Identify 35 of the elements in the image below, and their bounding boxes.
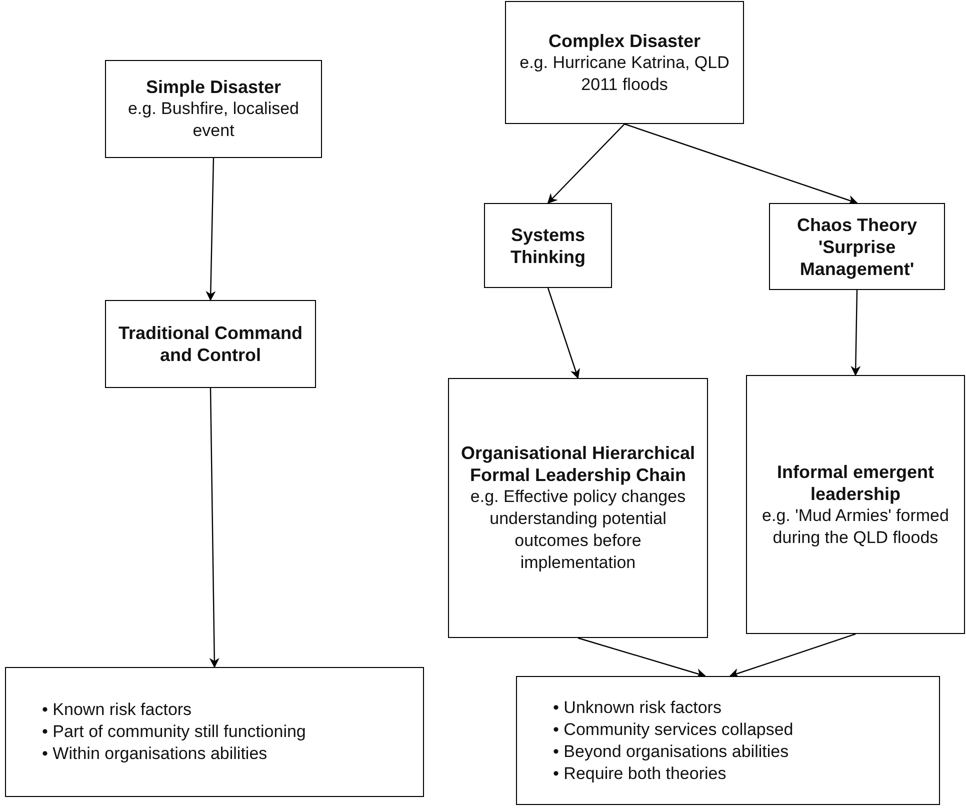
bullet-item: • Within organisations abilities xyxy=(42,743,268,765)
arrow xyxy=(729,633,856,678)
node-description: e.g. Bushfire, localised event xyxy=(126,98,300,142)
process-box xyxy=(105,300,316,388)
node-title: Organisational Hierarchical Formal Leadership Chain xyxy=(460,442,696,486)
node-title: Systems Thinking xyxy=(510,224,586,268)
bullet-item: • Require both theories xyxy=(553,762,728,784)
bullet-item: • Unknown risk factors xyxy=(553,696,722,718)
arrow xyxy=(209,388,220,668)
process-box xyxy=(105,60,322,158)
bullet-item: • Known risk factors xyxy=(42,699,193,721)
process-box xyxy=(746,375,965,634)
node-title: Simple Disaster xyxy=(146,76,282,98)
arrow xyxy=(850,290,861,376)
node-description: e.g. Effective policy changes understanding potential outcomes before implementation xyxy=(469,486,687,574)
bullet-list-box xyxy=(5,667,424,797)
arrow xyxy=(547,288,580,379)
node-title: Complex Disaster xyxy=(548,30,701,52)
node-title: Traditional Command and Control xyxy=(117,322,304,366)
bullet-item: • Part of community still functioning xyxy=(42,721,306,743)
node-description: e.g. Hurricane Katrina, QLD 2011 floods xyxy=(518,52,730,96)
arrow xyxy=(624,123,858,205)
node-title: Chaos Theory 'Surprise Management' xyxy=(796,214,918,280)
process-box xyxy=(505,1,744,124)
node-description: e.g. 'Mud Armies' formed during the QLD floods xyxy=(761,504,950,548)
bullet-list-box xyxy=(516,676,940,805)
arrow xyxy=(578,637,706,678)
bullet-item: • Beyond organisations abilities xyxy=(553,740,790,762)
process-box xyxy=(448,378,708,638)
process-box xyxy=(769,203,945,290)
process-box xyxy=(484,203,612,288)
bullet-item: • Community services collapsed xyxy=(553,718,794,740)
node-title: Informal emergent leadership xyxy=(776,460,936,504)
arrow xyxy=(547,124,625,204)
arrow xyxy=(206,158,216,301)
